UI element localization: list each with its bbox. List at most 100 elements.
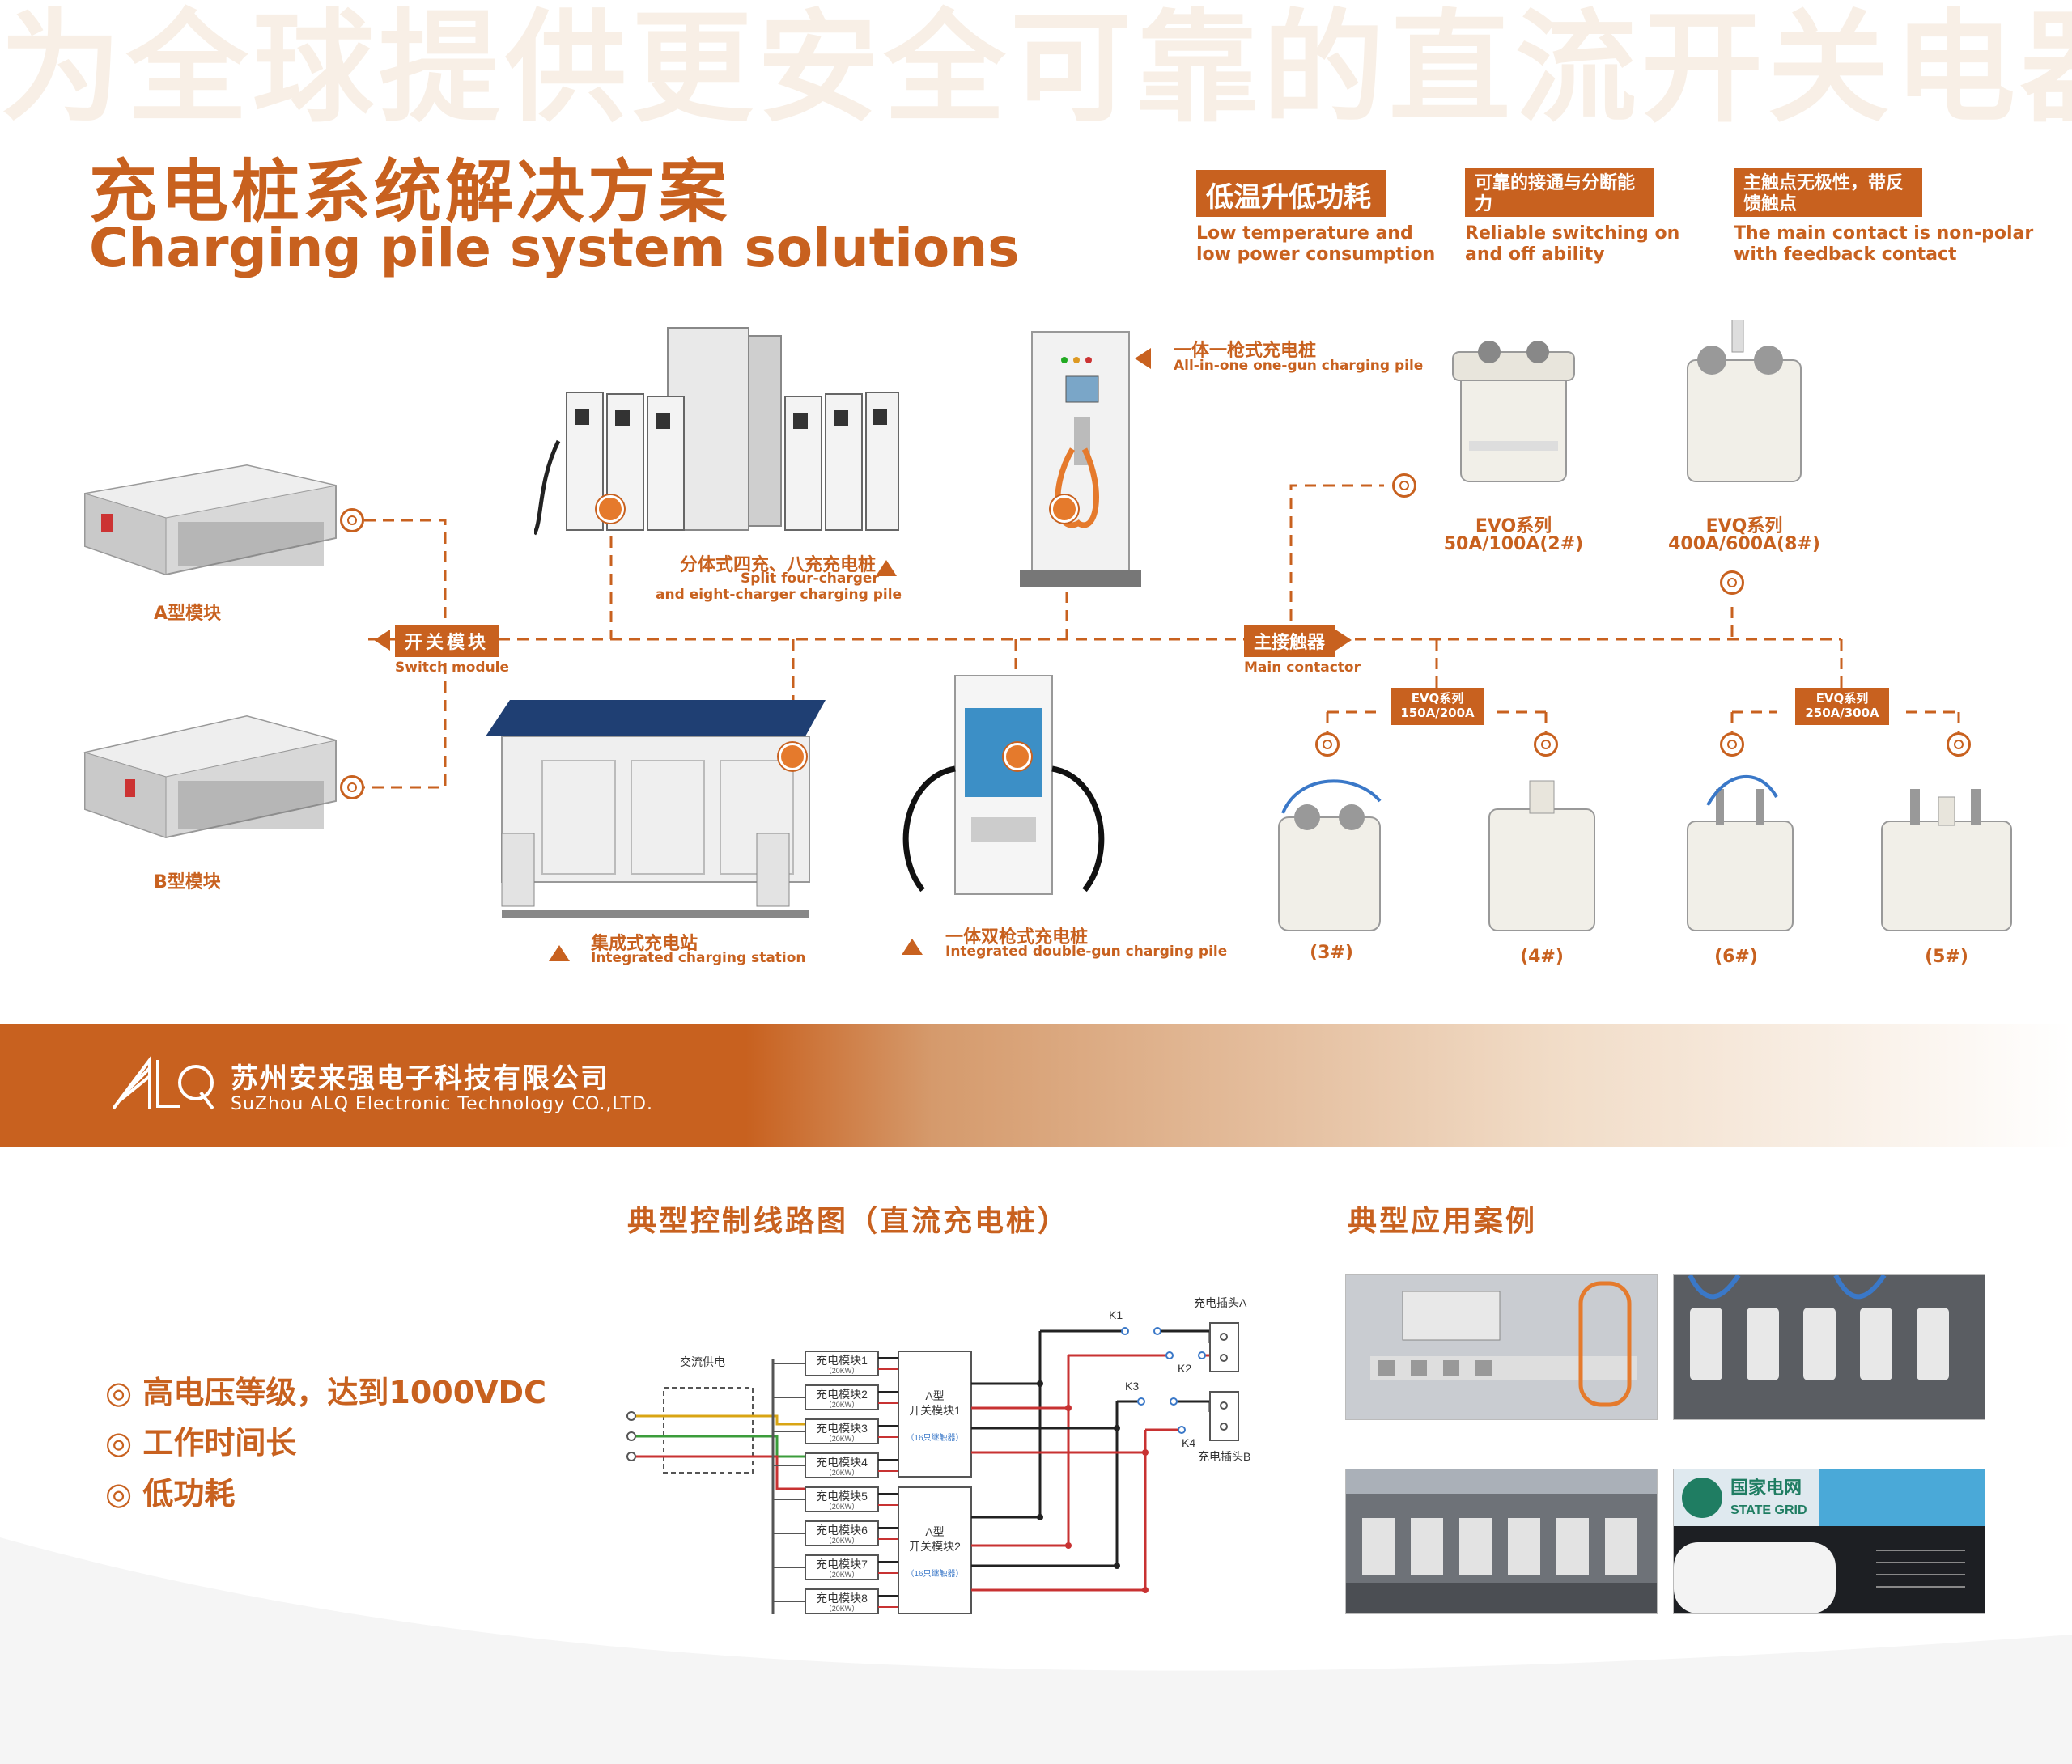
switch1-line2: 开关模块1 — [909, 1404, 961, 1417]
arrow-left-icon — [1135, 348, 1151, 369]
charge-module-label: 充电模块7 — [816, 1558, 868, 1571]
relay-6-image — [1687, 775, 1794, 931]
double-gun-charger-image — [902, 675, 1105, 895]
circuit-diagram: 交流供电 充电模块1 充电模块2 充电模块3 充电模块4 充电模块5 充电模块6… — [626, 1296, 1250, 1614]
module-power-label: （20KW） — [825, 1469, 860, 1477]
evo-line — [1289, 484, 1384, 639]
evq-tag-spec: 150A/200A — [1400, 706, 1475, 720]
case-photo-1 — [1345, 1274, 1658, 1420]
ring-marker — [1947, 732, 1971, 757]
feature-en-line: with feedback contact — [1734, 244, 1957, 265]
split-charger-label-en1: Split four-charger — [741, 570, 879, 587]
relay-5-label: (5#) — [1925, 947, 1968, 967]
evq-big-series-name: EVQ系列 — [1705, 516, 1783, 536]
arrow-left-icon — [374, 630, 390, 651]
switch-module-tag: 开关模块 — [395, 625, 499, 657]
relay-6-label: (6#) — [1714, 947, 1758, 967]
evo-relay-image — [1452, 341, 1575, 482]
charge-module-label: 充电模块5 — [816, 1490, 868, 1503]
bullet-text: 高电压等级，达到1000VDC — [142, 1375, 546, 1410]
case-photo-1-art — [1346, 1275, 1657, 1419]
bullet-circle-icon: ◎ — [105, 1375, 143, 1410]
plug-a-box — [1209, 1322, 1239, 1372]
module-power-label: （20KW） — [825, 1605, 860, 1613]
case-photo-4: 国家电网 STATE GRID — [1673, 1469, 1985, 1614]
feature-reliable-switching: 可靠的接通与分断能力 — [1465, 168, 1654, 217]
one-gun-marker — [1051, 495, 1078, 523]
ring-marker — [340, 508, 364, 532]
switch-module-1-box — [898, 1351, 972, 1478]
switch2-line1: A型 — [925, 1525, 944, 1538]
evq-250-tag: EVQ系列 250A/300A — [1795, 688, 1889, 725]
charge-module-label: 充电模块2 — [816, 1388, 868, 1401]
charge-module-label: 充电模块3 — [816, 1422, 868, 1435]
switch-module-2-box — [898, 1486, 972, 1614]
switch-module-en: Switch module — [395, 659, 510, 676]
feature-en-line: Low temperature and — [1196, 223, 1413, 244]
module-power-label: （20KW） — [825, 1503, 860, 1511]
one-gun-charger-image — [1020, 331, 1141, 587]
company-name-en: SuZhou ALQ Electronic Technology CO.,LTD… — [231, 1094, 653, 1114]
a-type-module-label: A型模块 — [154, 604, 222, 624]
one-gun-label-cn: 一体一枪式充电桩 — [1174, 341, 1317, 361]
relay-4-image — [1488, 780, 1595, 931]
charge-module-label: 充电模块1 — [816, 1354, 868, 1367]
bullet-text: 低功耗 — [142, 1476, 236, 1512]
switch1-line1: A型 — [925, 1389, 944, 1402]
evq-tag-name: EVQ系列 — [1815, 691, 1869, 706]
plug-b-label: 充电插头B — [1198, 1450, 1250, 1463]
relay-k1-label: K1 — [1109, 1308, 1123, 1321]
ac-supply-label: 交流供电 — [680, 1355, 725, 1368]
evq-tag-spec: 250A/300A — [1805, 706, 1879, 720]
station-label-en: Integrated charging station — [591, 950, 806, 966]
feature-non-polar-en: The main contact is non-polar with feedb… — [1734, 223, 2033, 265]
a-type-module-image — [84, 464, 337, 576]
bullet-circle-icon: ◎ — [105, 1425, 143, 1461]
relay-5-image — [1881, 789, 2012, 931]
main-contactor-en: Main contactor — [1244, 659, 1361, 676]
arrow-right-icon — [1335, 630, 1352, 651]
feature-en-line: and off ability — [1465, 244, 1605, 265]
ac-breaker-box — [663, 1387, 754, 1474]
switch2-line3: （16只继触器） — [906, 1568, 963, 1579]
evq-big-relay-image — [1687, 320, 1802, 482]
relay-k3-label: K3 — [1125, 1380, 1139, 1393]
bullet-item: ◎ 工作时间长 — [105, 1418, 296, 1462]
double-gun-marker — [1004, 743, 1031, 770]
page-title-cn: 充电桩系统解决方案 — [89, 152, 731, 231]
ring-marker — [1534, 732, 1558, 757]
circuit-title: 典型控制线路图（直流充电桩） — [627, 1205, 1070, 1238]
case-photo-2-art — [1674, 1275, 1985, 1419]
relay-3-label: (3#) — [1310, 943, 1353, 963]
split-charger-label-cn: 分体式四充、八充充电桩 — [680, 555, 877, 575]
cases-title: 典型应用案例 — [1348, 1205, 1538, 1238]
relay-3-image — [1278, 779, 1382, 931]
charging-station-image — [486, 700, 826, 918]
b-type-module-image — [83, 715, 337, 839]
relay-k2-label: K2 — [1178, 1362, 1191, 1375]
split-charger-label-en2: and eight-charger charging pile — [656, 587, 902, 603]
bullet-item: ◎ 低功耗 — [105, 1469, 235, 1513]
charge-module-label: 充电模块6 — [816, 1524, 868, 1537]
main-contactor-tag: 主接触器 — [1244, 625, 1335, 657]
bullet-circle-icon: ◎ — [105, 1476, 143, 1512]
module-power-label: （20KW） — [825, 1435, 860, 1443]
state-grid-logo-en: STATE GRID — [1730, 1503, 1807, 1517]
switch2-line2: 开关模块2 — [909, 1540, 961, 1553]
charge-module-label: 充电模块4 — [816, 1456, 868, 1469]
double-gun-label-cn: 一体双枪式充电桩 — [945, 927, 1089, 948]
relay-4-label: (4#) — [1520, 947, 1564, 967]
alq-logo — [113, 1056, 214, 1110]
evq-tag-name: EVQ系列 — [1411, 691, 1464, 706]
relay-k4-label: K4 — [1182, 1436, 1195, 1449]
module-power-label: （20KW） — [825, 1571, 860, 1579]
station-label-cn: 集成式充电站 — [591, 934, 698, 954]
evo-series-name: EVO系列 — [1475, 516, 1552, 536]
company-name-cn: 苏州安来强电子科技有限公司 — [231, 1062, 609, 1095]
bullet-item: ◎ 高电压等级，达到1000VDC — [105, 1368, 546, 1412]
module-power-label: （20KW） — [825, 1401, 860, 1409]
arrow-up-icon — [876, 560, 897, 576]
feature-en-line: Reliable switching on — [1465, 223, 1680, 244]
evq-150-tag: EVQ系列 150A/200A — [1391, 688, 1484, 725]
company-band — [0, 1024, 2072, 1147]
